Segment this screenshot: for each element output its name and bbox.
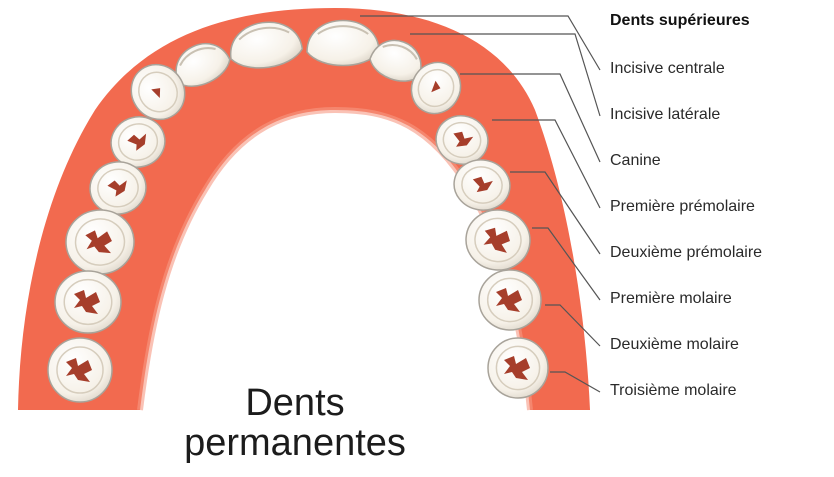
label-second-molar: Deuxième molaire <box>610 336 739 354</box>
label-first-molar: Première molaire <box>610 290 732 308</box>
label-central-incisor: Incisive centrale <box>610 60 725 78</box>
caption-line-2: permanentes <box>150 422 440 465</box>
label-second-premolar: Deuxième prémolaire <box>610 244 762 262</box>
tooth-third-molar-left <box>48 338 112 402</box>
label-third-molar: Troisième molaire <box>610 382 737 400</box>
tooth-second-molar-right <box>479 270 541 330</box>
label-lateral-incisor: Incisive latérale <box>610 106 720 124</box>
heading-upper-teeth: Dents supérieures <box>610 12 750 30</box>
tooth-second-molar-left <box>55 271 121 333</box>
tooth-third-molar-right <box>488 338 548 398</box>
label-canine: Canine <box>610 152 661 170</box>
caption-line-1: Dents <box>170 382 420 425</box>
label-first-premolar: Première prémolaire <box>610 198 755 216</box>
